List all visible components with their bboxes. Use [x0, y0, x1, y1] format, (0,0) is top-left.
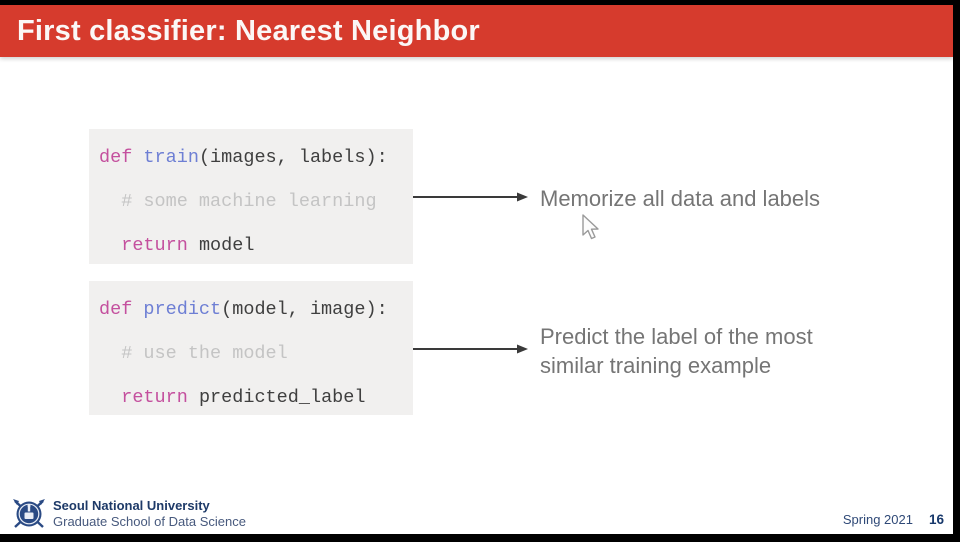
page-title: First classifier: Nearest Neighbor	[17, 14, 480, 47]
code-return-value: predicted_label	[187, 387, 366, 408]
university-name: Seoul National University	[53, 498, 210, 513]
right-arrow-icon	[413, 192, 528, 202]
keyword-def: def	[99, 147, 144, 168]
snu-emblem-icon	[13, 499, 45, 528]
code-indent	[99, 235, 121, 256]
footer-text: Seoul National University Graduate Schoo…	[53, 498, 246, 530]
code-block-train: def train(images, labels): # some machin…	[89, 129, 413, 264]
code-return-value: model	[187, 235, 255, 256]
function-name-train: train	[143, 147, 199, 168]
code-line-train-comment: # some machine learning	[99, 180, 413, 224]
keyword-return: return	[121, 235, 188, 256]
code-line-train-def: def train(images, labels):	[99, 136, 413, 180]
right-arrow-icon	[413, 344, 528, 354]
code-indent	[99, 387, 121, 408]
school-name: Graduate School of Data Science	[53, 514, 246, 529]
code-args: (images, labels):	[198, 147, 388, 168]
semester-label: Spring 2021	[842, 512, 913, 527]
page-number: 16	[928, 512, 944, 527]
code-args: (model, image):	[221, 299, 388, 320]
code-line-predict-comment: # use the model	[99, 332, 413, 376]
slide: First classifier: Nearest Neighbor def t…	[0, 5, 953, 534]
function-name-predict: predict	[143, 299, 222, 320]
header-bar: First classifier: Nearest Neighbor	[0, 5, 953, 57]
code-comment: # some machine learning	[99, 191, 377, 212]
keyword-return: return	[121, 387, 188, 408]
annotation-predict-line1: Predict the label of the most	[540, 324, 813, 349]
mouse-cursor-icon	[582, 214, 599, 240]
footer-branding: Seoul National University Graduate Schoo…	[11, 496, 246, 532]
annotation-predict-line2: similar training example	[540, 353, 772, 378]
code-line-predict-def: def predict(model, image):	[99, 288, 413, 332]
code-comment: # use the model	[99, 343, 288, 364]
keyword-def: def	[99, 299, 144, 320]
code-line-train-return: return model	[99, 224, 413, 268]
code-line-predict-return: return predicted_label	[99, 376, 413, 420]
code-block-predict: def predict(model, image): # use the mod…	[89, 281, 413, 415]
annotation-predict: Predict the label of the most similar tr…	[540, 322, 813, 380]
footer-meta: Spring 2021 16	[843, 512, 944, 527]
annotation-memorize: Memorize all data and labels	[540, 186, 821, 211]
